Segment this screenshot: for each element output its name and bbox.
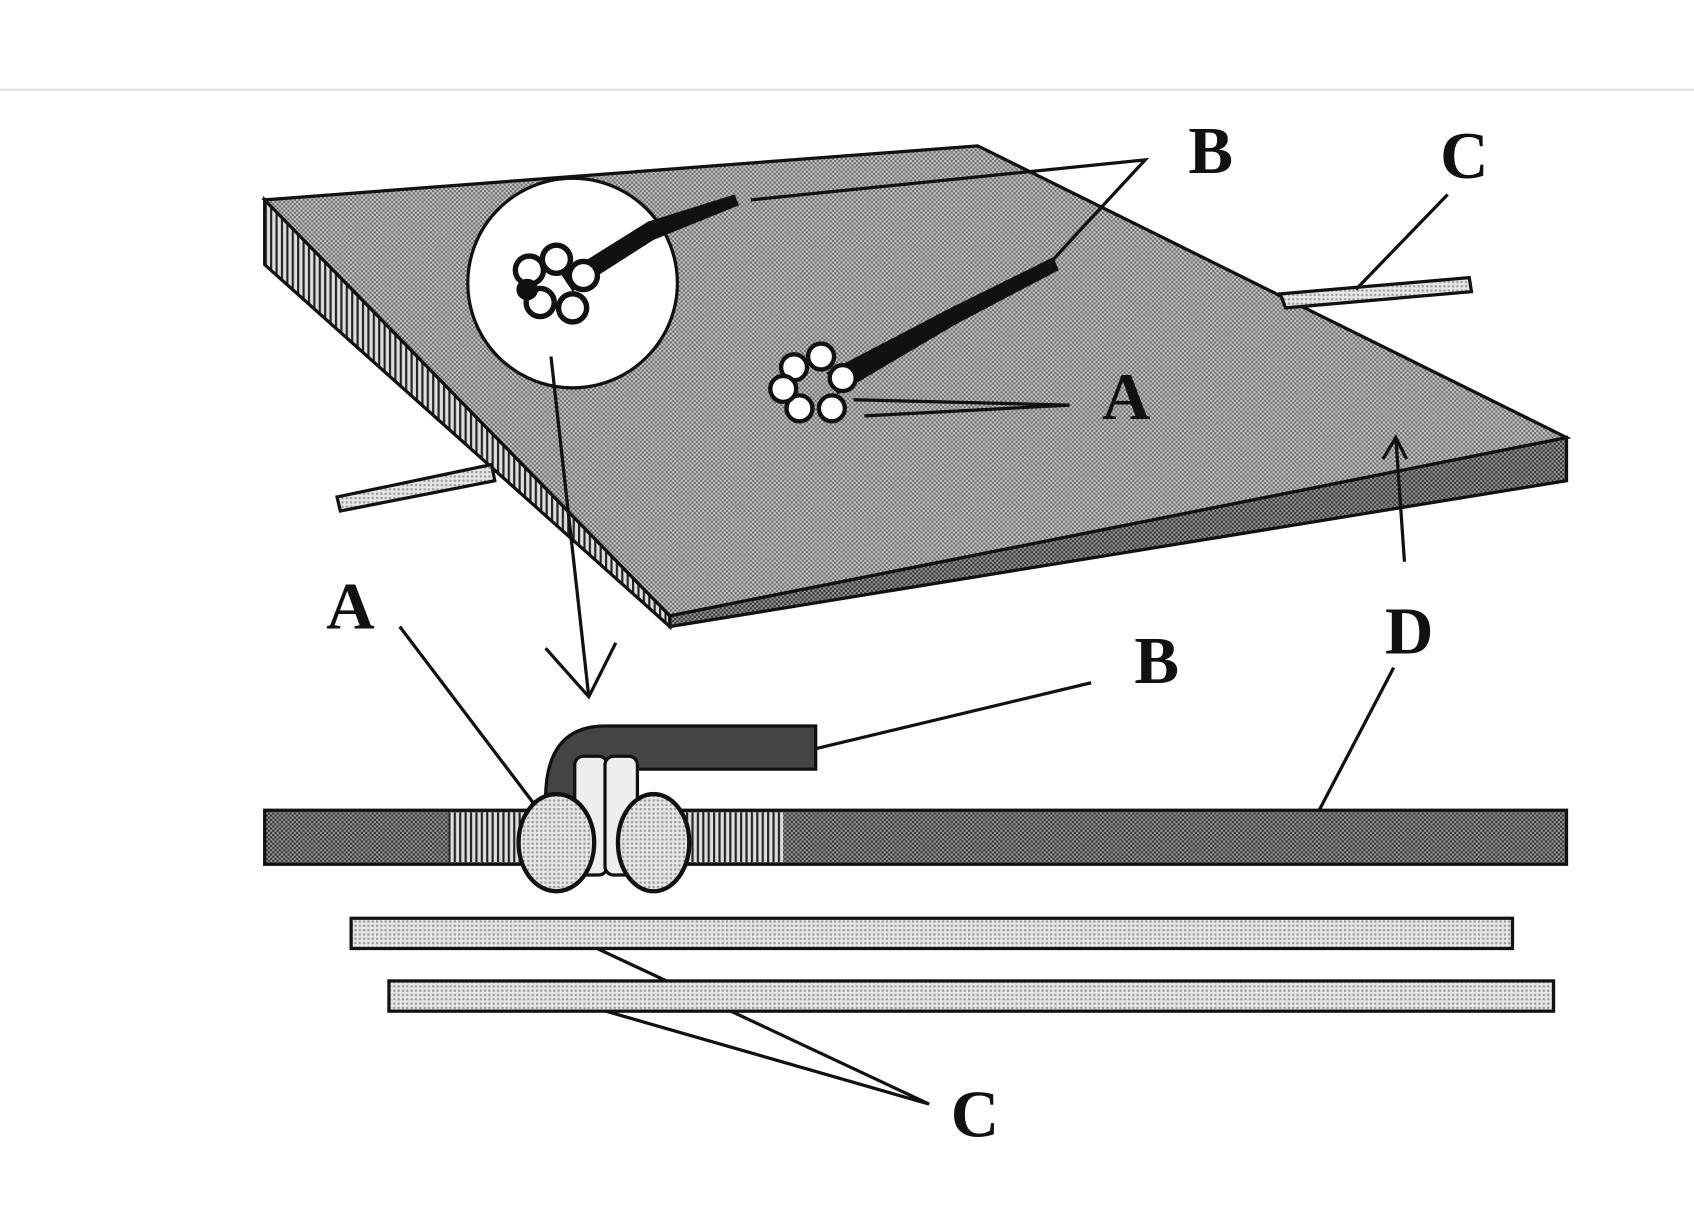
leader-lines [398,157,1449,1106]
microfibril-bar-2 [387,979,1556,1013]
microfibril-strip-right [1277,275,1474,310]
label-c-bottom: C [951,1077,999,1151]
rosette-complex-magnified [512,194,739,325]
label-a-top: A [1102,360,1150,434]
label-d: D [1385,595,1433,669]
synthase-complex-side-view [516,724,818,894]
label-c-top: C [1440,119,1488,193]
label-b-top: B [1188,114,1233,188]
rosette-complex-surface [768,257,1059,424]
label-b-side: B [1134,624,1179,698]
label-a-side: A [326,570,374,644]
microfibril-strip-left [335,462,497,513]
membrane-plate [261,144,1572,631]
plate-top-face [261,144,1572,618]
microfibril-bar-1 [349,916,1515,951]
